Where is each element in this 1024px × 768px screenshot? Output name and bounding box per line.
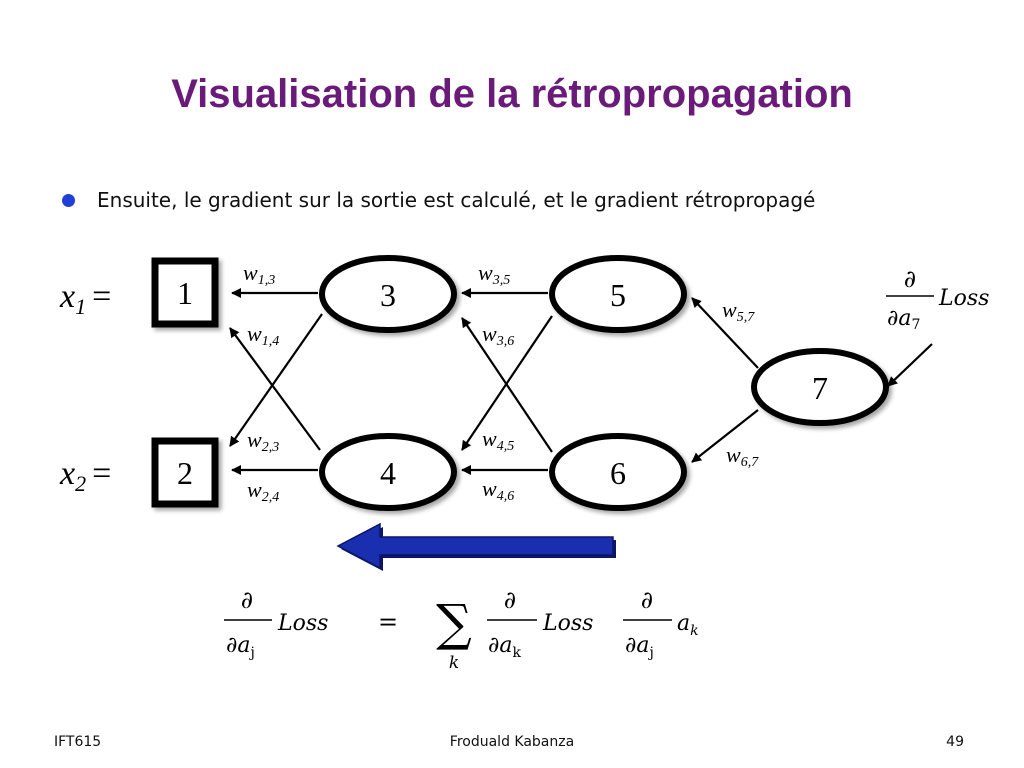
- edge-7-5: [691, 297, 759, 369]
- formula-lhs-denominator: ∂aj: [226, 633, 255, 661]
- node-6: [549, 433, 687, 511]
- node-7-label: 7: [812, 370, 828, 406]
- node-4-label: 4: [380, 455, 396, 491]
- formula-sum-index: k: [449, 653, 459, 673]
- backprop-direction-arrow: [336, 522, 616, 571]
- input-box-1-value: 1: [177, 275, 193, 311]
- node-3: [319, 255, 457, 333]
- output-gradient-denominator: ∂a7: [887, 306, 920, 333]
- node-3-label: 3: [380, 277, 396, 313]
- formula-equals: =: [378, 608, 398, 636]
- node-7: [751, 348, 889, 426]
- edge-3-2: [229, 313, 323, 447]
- node-4: [319, 433, 457, 511]
- node-6-label: 6: [610, 455, 626, 491]
- weight-label-3-5: w3,5: [478, 260, 510, 288]
- bullet-text: Ensuite, le gradient sur la sortie est c…: [97, 188, 816, 212]
- input-box-2: [151, 437, 219, 508]
- formula-rhs-denominator: ∂aj: [625, 633, 654, 661]
- node-5: [549, 255, 687, 333]
- formula-rhs-numerator: ∂: [641, 586, 653, 614]
- weight-label-3-6: w3,6: [482, 321, 514, 349]
- weight-label-2-3: w2,3: [247, 427, 279, 455]
- weight-label-2-4: w2,4: [247, 477, 279, 505]
- edge-4-1: [229, 327, 321, 451]
- weight-label-6-7: w6,7: [726, 442, 759, 470]
- edge-5-4: [461, 315, 553, 451]
- weight-label-4-5: w4,5: [482, 426, 514, 454]
- weight-label-1-4: w1,4: [247, 321, 279, 349]
- input-x1-label: x1=: [59, 278, 111, 319]
- backprop-formula: ∂ ∂aj Loss = ∑ k ∂ ∂ak Loss ∂ ∂aj ak: [224, 586, 699, 673]
- formula-sum-symbol: ∑: [436, 594, 472, 652]
- input-box-1: [151, 257, 219, 328]
- node-5-label: 5: [610, 277, 626, 313]
- footer-course: IFT615: [54, 734, 102, 750]
- formula-lhs-loss: Loss: [277, 611, 328, 636]
- slide-title: Visualisation de la rétropropagation: [171, 72, 853, 116]
- bullet-dot-icon: [62, 193, 75, 207]
- footer-author: Froduald Kabanza: [449, 734, 575, 750]
- output-gradient: ∂ ∂a7 Loss: [886, 265, 989, 333]
- formula-lhs-numerator: ∂: [241, 586, 253, 614]
- formula-mid-denominator: ∂ak: [488, 633, 522, 661]
- input-x2-label: x2=: [59, 455, 111, 496]
- formula-mid-loss: Loss: [542, 611, 593, 636]
- output-gradient-loss: Loss: [938, 286, 989, 311]
- formula-mid-numerator: ∂: [504, 586, 516, 614]
- edge-loss-7: [887, 343, 933, 387]
- edge-6-3: [461, 317, 553, 453]
- weight-label-5-7: w5,7: [722, 297, 755, 325]
- input-box-2-value: 2: [177, 455, 193, 491]
- output-gradient-numerator: ∂: [904, 265, 916, 293]
- bullet-item: Ensuite, le gradient sur la sortie est c…: [62, 188, 815, 212]
- weight-label-4-6: w4,6: [482, 476, 514, 504]
- footer-page-number: 49: [946, 734, 964, 750]
- formula-rhs-a: ak: [677, 611, 699, 639]
- edge-7-6: [691, 409, 759, 463]
- weight-label-1-3: w1,3: [243, 260, 275, 288]
